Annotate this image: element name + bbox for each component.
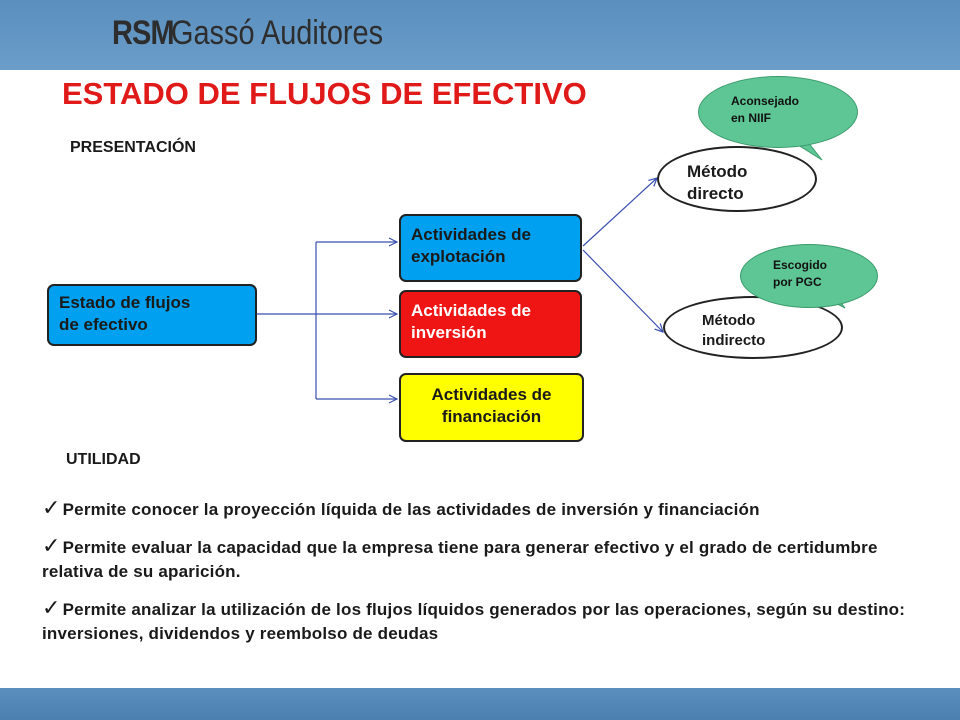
activity-explotacion-line2: explotación: [411, 247, 506, 266]
footer-band: [0, 688, 960, 720]
activity-explotacion-line1: Actividades de: [411, 225, 531, 244]
source-box: Estado de flujos de efectivo: [47, 284, 257, 346]
method-indirecto-line1: Método: [702, 312, 756, 329]
checkmark-icon: ✓: [42, 533, 61, 558]
callout-pgc-line1: Escogido: [773, 258, 828, 272]
method-directo-line2: directo: [687, 184, 744, 203]
checkmark-icon: ✓: [42, 595, 61, 620]
activity-financiacion-line1: Actividades de: [431, 385, 552, 404]
activity-inversion-box: Actividades de inversión: [399, 290, 582, 358]
activity-financiacion-line2: financiación: [441, 407, 542, 426]
bullet-text: Permite conocer la proyección líquida de…: [62, 500, 760, 519]
source-line2: de efectivo: [59, 315, 148, 334]
list-item: ✓Permite evaluar la capacidad que la emp…: [42, 534, 922, 584]
callout-niif-line2: en NIIF: [731, 111, 772, 125]
callout-pgc: Escogido por PGC: [740, 244, 878, 308]
callout-niif: Aconsejado en NIIF: [698, 76, 858, 148]
header-band: [0, 0, 960, 70]
company-logo: RSM Gassó Auditores: [112, 14, 420, 58]
callout-niif-line1: Aconsejado: [731, 94, 800, 108]
activity-financiacion-box: Actividades de financiación: [399, 373, 584, 442]
bullet-text: Permite evaluar la capacidad que la empr…: [42, 538, 878, 581]
list-item: ✓Permite analizar la utilización de los …: [42, 596, 922, 646]
page-title: ESTADO DE FLUJOS DE EFECTIVO: [62, 76, 587, 111]
logo-brand: RSM: [112, 14, 175, 52]
logo-firm: Gassó Auditores: [170, 14, 383, 52]
checkmark-icon: ✓: [42, 495, 61, 520]
activity-inversion-line1: Actividades de: [411, 301, 531, 320]
utility-bullet-list: ✓Permite conocer la proyección líquida d…: [42, 496, 922, 658]
callout-pgc-line2: por PGC: [773, 275, 822, 289]
source-line1: Estado de flujos: [59, 293, 191, 312]
method-indirecto-line2: indirecto: [702, 332, 766, 349]
method-directo-line1: Método: [687, 162, 748, 181]
bullet-text: Permite analizar la utilización de los f…: [42, 600, 906, 643]
list-item: ✓Permite conocer la proyección líquida d…: [42, 496, 922, 522]
activity-explotacion-box: Actividades de explotación: [399, 214, 582, 282]
section-utility: UTILIDAD: [66, 451, 141, 468]
connector-to-indirecto: [582, 249, 663, 332]
activity-inversion-line2: inversión: [411, 323, 487, 342]
section-presentation: PRESENTACIÓN: [70, 139, 196, 156]
method-directo-ellipse: Método directo: [657, 146, 817, 212]
connector-to-directo: [582, 178, 657, 247]
